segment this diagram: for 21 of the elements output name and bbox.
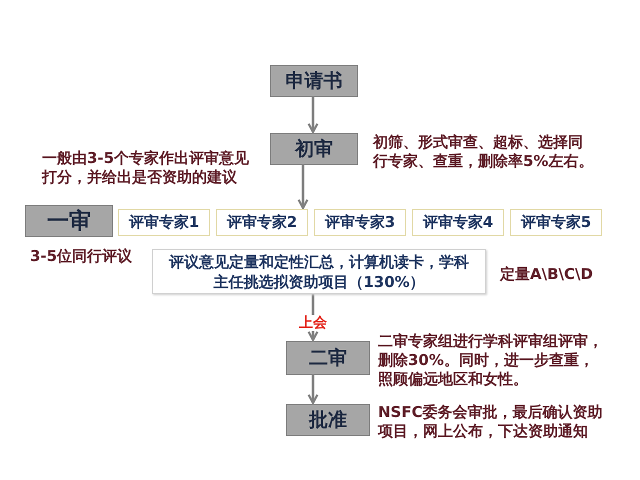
arrow	[298, 165, 308, 210]
process-box: 初审	[270, 133, 358, 165]
process-box: 一审	[25, 205, 113, 237]
annotation-text: 初筛、形式审查、超标、选择同行专家、查重，删除率5%左右。	[373, 133, 594, 171]
summary-box: 评议意见定量和定性汇总，计算机读卡，学科主任挑选拟资助项目（130%）	[152, 249, 486, 294]
process-box: 二审	[286, 341, 370, 375]
expert-box: 评审专家3	[314, 209, 406, 236]
process-box: 申请书	[270, 65, 358, 97]
edge-label: 上会	[297, 315, 329, 331]
expert-box: 评审专家5	[510, 209, 602, 236]
expert-box: 评审专家2	[216, 209, 308, 236]
annotation-text: NSFC委务会审批，最后确认资助项目，网上公布，下达资助通知	[378, 403, 604, 441]
arrow	[308, 97, 318, 134]
annotation-text: 定量A\B\C\D	[500, 265, 594, 284]
expert-box: 评审专家4	[412, 209, 504, 236]
process-box: 批准	[286, 404, 370, 436]
annotation-text: 二审专家组进行学科评审组评审，删除30%。同时，进一步查重，照顾偏远地区和女性。	[378, 332, 604, 389]
annotation-text: 一般由3-5个专家作出评审意见打分，并给出是否资助的建议	[42, 149, 250, 187]
expert-box: 评审专家1	[118, 209, 210, 236]
annotation-text: 3-5位同行评议	[30, 247, 134, 266]
arrow	[308, 375, 318, 404]
